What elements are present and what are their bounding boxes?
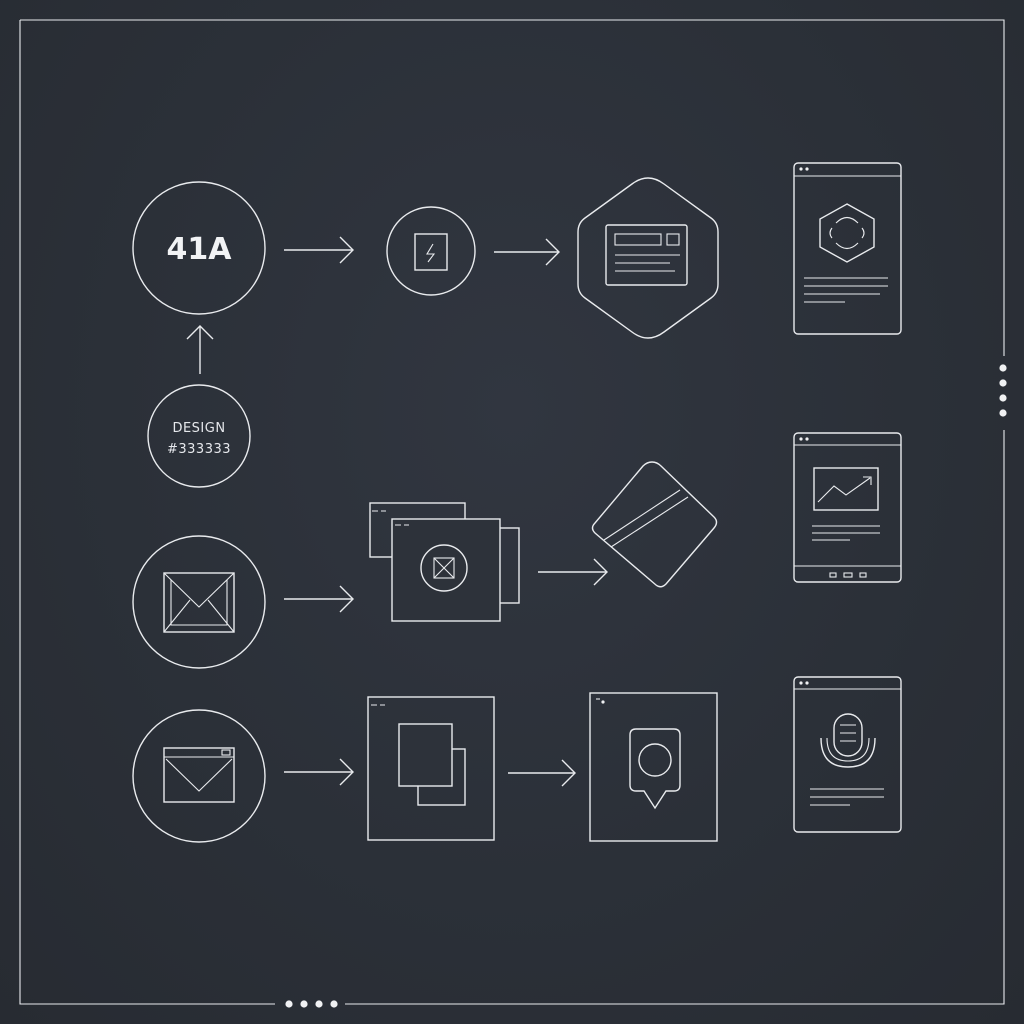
arrow-41a-to-bolt [284,236,354,264]
design-node: DESIGN #333333 [147,384,251,488]
copy-window-node [367,696,495,841]
arrow-inbox-to-copy [284,758,354,786]
diamond-card-node [591,461,718,588]
page-dots-bottom [285,1000,338,1008]
inbox-node [132,709,266,843]
node-41a-label: 41A [167,232,233,267]
envelope-icon [163,572,235,633]
hexagon-card-node [577,177,719,339]
mobile-screen-1 [793,162,902,335]
resize-icon [433,557,455,579]
arrow-email-to-windows [284,585,354,613]
mobile-screen-2 [793,676,902,833]
tablet-screen [793,432,902,583]
arrow-copy-to-pin [508,759,576,787]
outer-frame [19,19,1005,1005]
trend-chart-icon [817,476,872,503]
email-node [132,535,266,669]
design-label: DESIGN [172,421,225,436]
microphone-icon [820,713,876,768]
bolt-node [386,206,476,296]
hexagon-logo-icon [829,216,865,250]
arrow-design-to-41a [186,325,214,374]
envelope-window-icon [163,747,235,803]
location-pin-icon [629,728,681,810]
bolt-icon [426,243,436,263]
arrow-bolt-to-hexagon [494,238,560,266]
design-color-code: #333333 [167,442,231,457]
copy-icon [398,723,466,806]
location-card-node [589,692,718,842]
page-dots-right [999,364,1007,417]
stacked-windows-node [369,502,520,622]
node-41a: 41A [132,181,266,315]
arrow-windows-to-diamond [538,558,608,586]
